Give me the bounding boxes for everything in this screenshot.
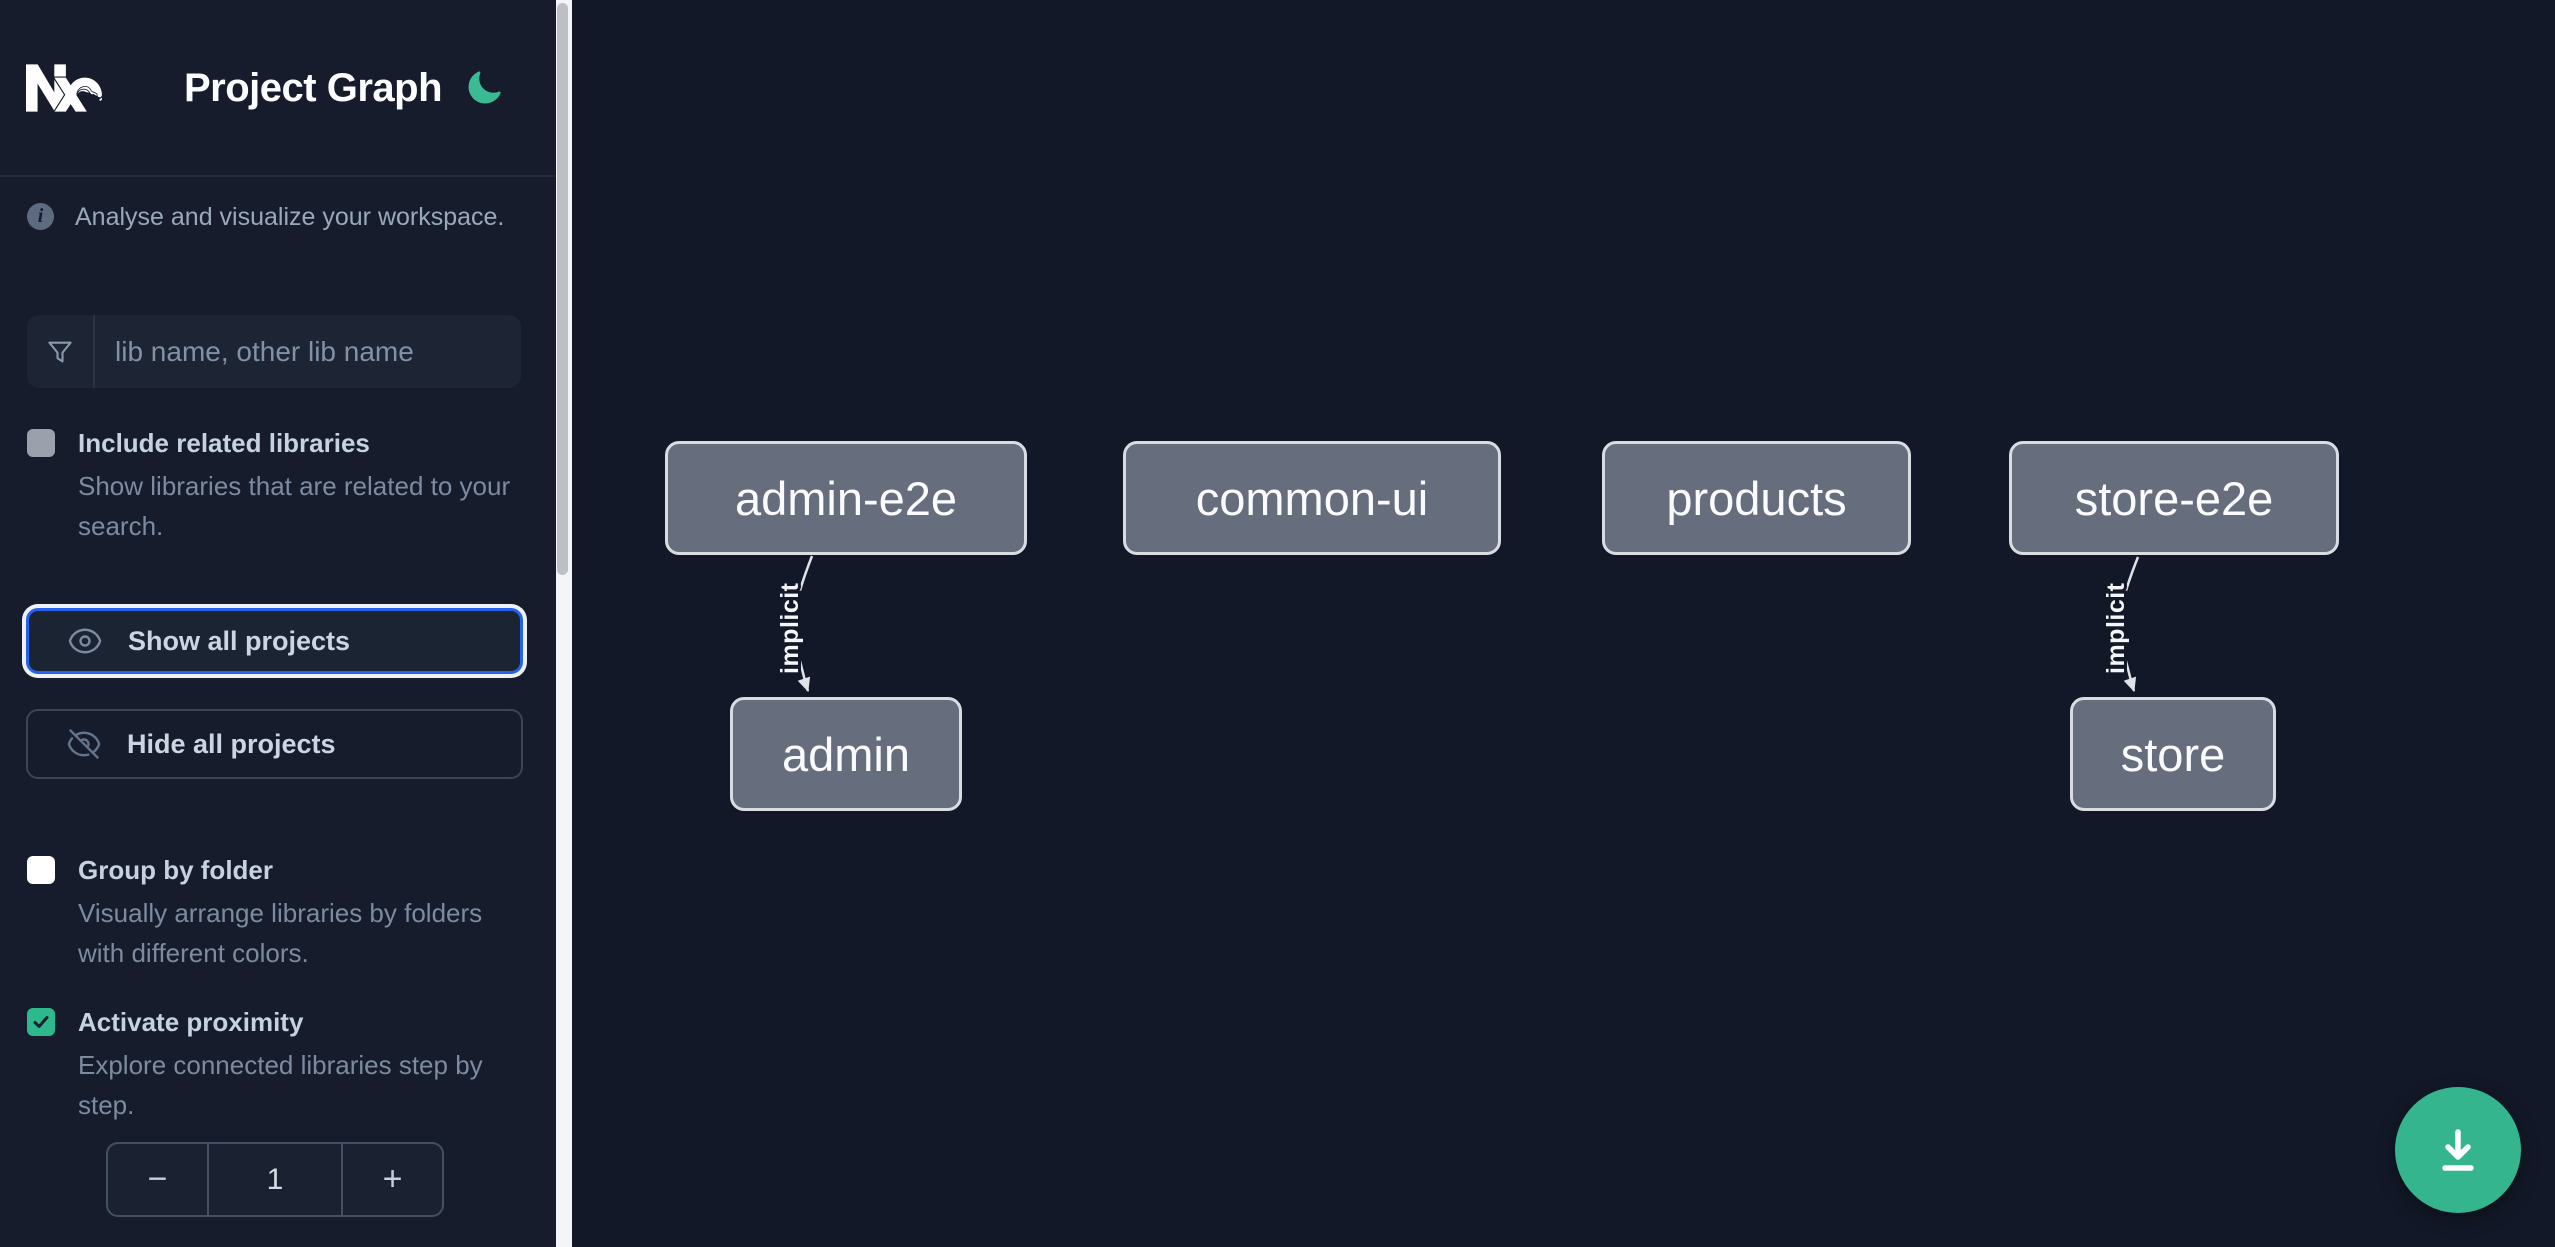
group-by-folder-description: Visually arrange libraries by folders wi…	[78, 898, 483, 968]
hide-all-projects-label: Hide all projects	[127, 728, 336, 759]
include-related-checkbox[interactable]	[27, 429, 55, 457]
theme-toggle-button[interactable]	[458, 62, 510, 114]
graph-node-products[interactable]: products	[1602, 441, 1911, 555]
option-include-related-libraries: Include related libraries Show libraries…	[27, 427, 533, 546]
option-group-by-folder: Group by folder Visually arrange librari…	[27, 854, 533, 973]
graph-node-store[interactable]: store	[2070, 697, 2276, 811]
include-related-description: Show libraries that are related to your …	[78, 471, 511, 541]
graph-node-common-ui[interactable]: common-ui	[1123, 441, 1501, 555]
graph-canvas[interactable]: implicit implicit admin-e2e common-ui pr…	[572, 0, 2555, 1247]
nx-logo-icon	[26, 64, 102, 112]
edge-label-implicit-1: implicit	[776, 582, 804, 674]
graph-node-admin[interactable]: admin	[730, 697, 962, 811]
download-icon	[2442, 1129, 2474, 1171]
edge-admin-e2e-to-admin	[792, 555, 814, 692]
workspace-info: i Analyse and visualize your workspace.	[27, 202, 527, 233]
scrollbar-thumb[interactable]	[557, 3, 568, 575]
increment-button[interactable]: +	[343, 1144, 442, 1215]
show-all-projects-button[interactable]: Show all projects	[26, 608, 523, 674]
info-text: Analyse and visualize your workspace.	[75, 203, 505, 231]
eye-slash-icon	[67, 729, 101, 759]
show-all-projects-label: Show all projects	[128, 625, 351, 656]
page-title: Project Graph	[184, 66, 443, 110]
sidebar: Project Graph i Analyse and visualize yo…	[0, 0, 556, 1247]
proximity-depth-value: 1	[207, 1144, 343, 1215]
moon-icon	[468, 71, 501, 104]
search-input[interactable]	[95, 315, 521, 388]
option-activate-proximity: Activate proximity Explore connected lib…	[27, 1006, 533, 1125]
info-icon: i	[27, 203, 54, 230]
checkmark-icon	[33, 1016, 49, 1028]
decrement-button[interactable]: −	[108, 1144, 207, 1215]
activate-proximity-label: Activate proximity	[78, 1007, 304, 1037]
filter-funnel-icon	[27, 315, 95, 388]
sidebar-header: Project Graph	[0, 0, 556, 177]
hide-all-projects-button[interactable]: Hide all projects	[26, 709, 523, 779]
download-image-button[interactable]	[2395, 1087, 2521, 1213]
group-by-folder-label: Group by folder	[78, 855, 273, 885]
activate-proximity-description: Explore connected libraries step by step…	[78, 1050, 483, 1120]
edge-label-implicit-2: implicit	[2102, 582, 2130, 674]
eye-icon	[68, 628, 102, 654]
search-box	[27, 315, 521, 388]
group-by-folder-checkbox[interactable]	[27, 856, 55, 884]
sidebar-scrollbar	[556, 0, 572, 1247]
edge-store-e2e-to-store	[2118, 556, 2140, 692]
proximity-depth-stepper: − 1 +	[106, 1142, 444, 1217]
graph-node-store-e2e[interactable]: store-e2e	[2009, 441, 2339, 555]
graph-edges: implicit implicit	[773, 555, 2140, 692]
graph-node-admin-e2e[interactable]: admin-e2e	[665, 441, 1027, 555]
activate-proximity-checkbox[interactable]	[27, 1008, 55, 1036]
include-related-label: Include related libraries	[78, 428, 370, 458]
